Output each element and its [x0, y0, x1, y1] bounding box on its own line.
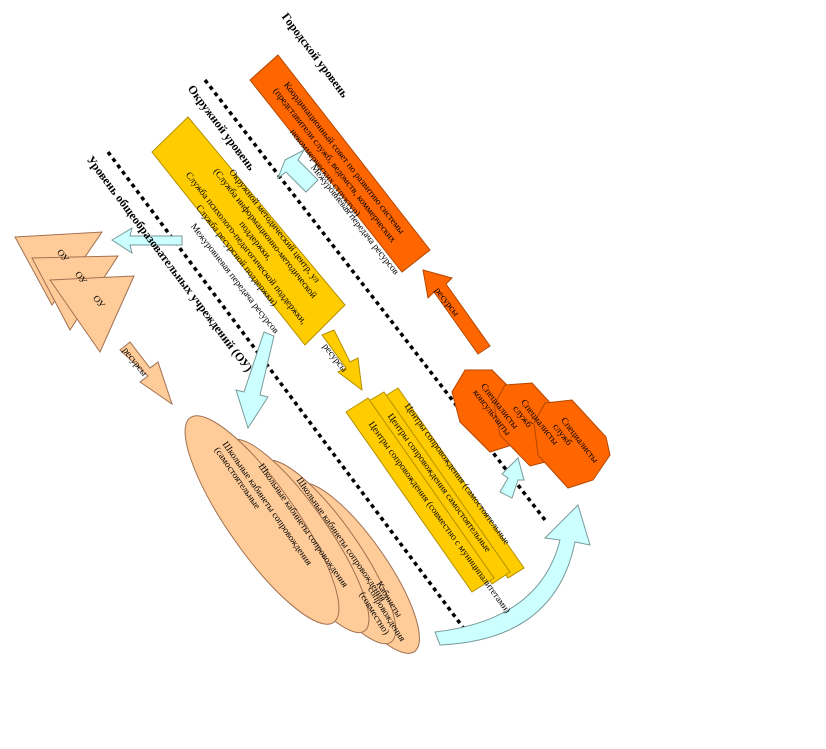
- city-council-box: [249, 54, 431, 273]
- school-triangle-3: [49, 275, 135, 354]
- separator-district-school: [106, 150, 467, 632]
- curved-arrow-cabinets-to-centers: [434, 504, 591, 646]
- center-box-1: [345, 397, 495, 593]
- specialist-box-3: [533, 399, 611, 489]
- cabinet-ellipse-1: [184, 415, 340, 625]
- arrow-city-to-district: [276, 148, 319, 193]
- arrow-centers-to-specialists: [499, 457, 525, 499]
- arrow-resources-to-city: [422, 269, 491, 355]
- arrow-resources-to-centers: [321, 329, 363, 392]
- district-center-box: [151, 116, 346, 346]
- arrow-district-to-schools: [111, 226, 183, 255]
- arrow-resources-to-cabinets: [119, 341, 173, 406]
- arrow-district-to-cabinets: [235, 331, 275, 430]
